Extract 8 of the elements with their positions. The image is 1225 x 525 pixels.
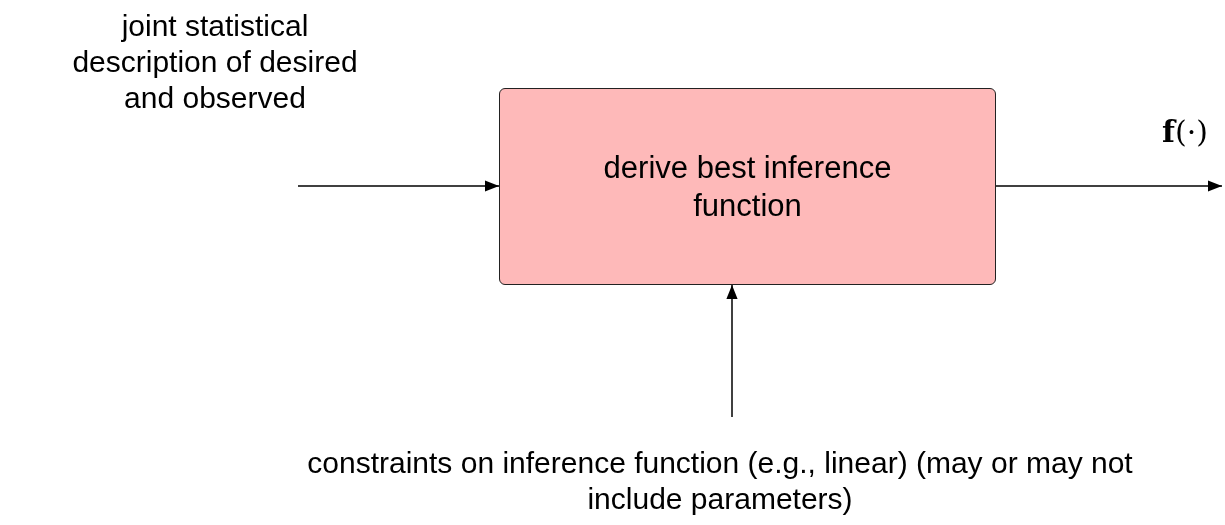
arrow <box>726 284 738 418</box>
annotation-text: joint statistical description of desired and observed <box>71 8 359 116</box>
process-box <box>499 88 996 285</box>
arrow <box>297 180 500 192</box>
annotation-text: constraints on inference function (e.g., linear) (may or may not include parameters) <box>306 445 1134 517</box>
annotation-text: f(·) <box>1162 113 1208 151</box>
arrow <box>995 180 1223 192</box>
box-label: derive best inference function <box>602 148 893 225</box>
